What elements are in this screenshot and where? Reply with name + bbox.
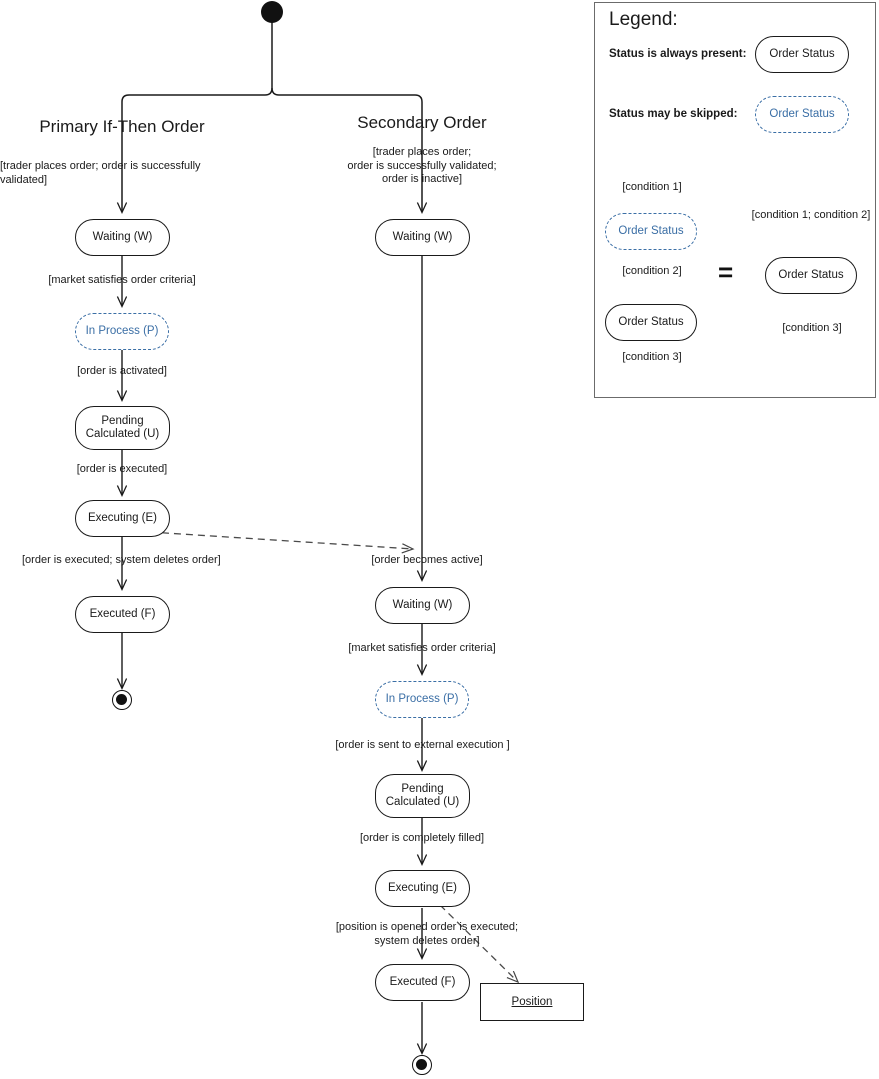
legend-right-condition-3: [condition 3] (782, 322, 842, 334)
secondary-state-executed[interactable]: Executed (F) (375, 964, 470, 1001)
cross-branch-dashed-link (149, 531, 413, 549)
fork-connector (122, 22, 422, 212)
legend-caption-always: Status is always present: (609, 48, 747, 60)
legend-left-state-skippable: Order Status (605, 213, 697, 250)
secondary-state-pending-calculated[interactable]: Pending Calculated (U) (375, 774, 470, 818)
legend-left-state-always: Order Status (605, 304, 697, 341)
position-object-label: Position (511, 995, 553, 1008)
primary-transition-3: [order is executed] (76, 463, 168, 475)
secondary-transition-2: [market satisfies order criteria] (348, 642, 496, 654)
legend-caption-skippable: Status may be skipped: (609, 108, 738, 120)
primary-transition-2: [order is activated] (77, 365, 167, 377)
legend-left-condition-1: [condition 1] (622, 181, 682, 193)
primary-transition-4: [order is executed; system deletes order… (22, 554, 221, 566)
branch-title-secondary: Secondary Order (357, 113, 487, 132)
position-artifact-link (439, 904, 518, 982)
legend-right-condition-combined: [condition 1; condition 2] (751, 209, 871, 221)
secondary-transition-1: [order becomes active] (371, 554, 483, 566)
secondary-state-waiting-inactive[interactable]: Waiting (W) (375, 219, 470, 256)
branch-title-primary: Primary If-Then Order (39, 117, 205, 136)
position-object-node[interactable]: Position (480, 983, 584, 1021)
legend-sample-skippable: Order Status (755, 96, 849, 133)
initial-state-node (261, 1, 283, 23)
primary-transition-1: [market satisfies order criteria] (48, 274, 196, 286)
secondary-transition-0: [trader places order; order is successfu… (347, 146, 497, 185)
primary-state-pending-calculated[interactable]: Pending Calculated (U) (75, 406, 170, 450)
legend-title: Legend: (609, 9, 678, 30)
secondary-transition-5: [position is opened order is executed; s… (335, 921, 519, 947)
secondary-transition-3: [order is sent to external execution ] (335, 739, 510, 751)
primary-state-in-process[interactable]: In Process (P) (75, 313, 169, 350)
final-state-node-secondary (412, 1055, 432, 1075)
legend-left-condition-2: [condition 2] (622, 265, 682, 277)
secondary-transition-4: [order is completely filled] (359, 832, 485, 844)
legend-right-state-always: Order Status (765, 257, 857, 294)
final-state-node-primary (112, 690, 132, 710)
primary-state-waiting[interactable]: Waiting (W) (75, 219, 170, 256)
legend-equals-operator: = (718, 257, 734, 287)
primary-state-executed[interactable]: Executed (F) (75, 596, 170, 633)
secondary-state-executing[interactable]: Executing (E) (375, 870, 470, 907)
secondary-state-waiting-active[interactable]: Waiting (W) (375, 587, 470, 624)
primary-state-executing[interactable]: Executing (E) (75, 500, 170, 537)
secondary-state-in-process[interactable]: In Process (P) (375, 681, 469, 718)
legend-sample-always: Order Status (755, 36, 849, 73)
legend-left-condition-3: [condition 3] (622, 351, 682, 363)
primary-transition-0: [trader places order; order is successfu… (0, 160, 201, 186)
